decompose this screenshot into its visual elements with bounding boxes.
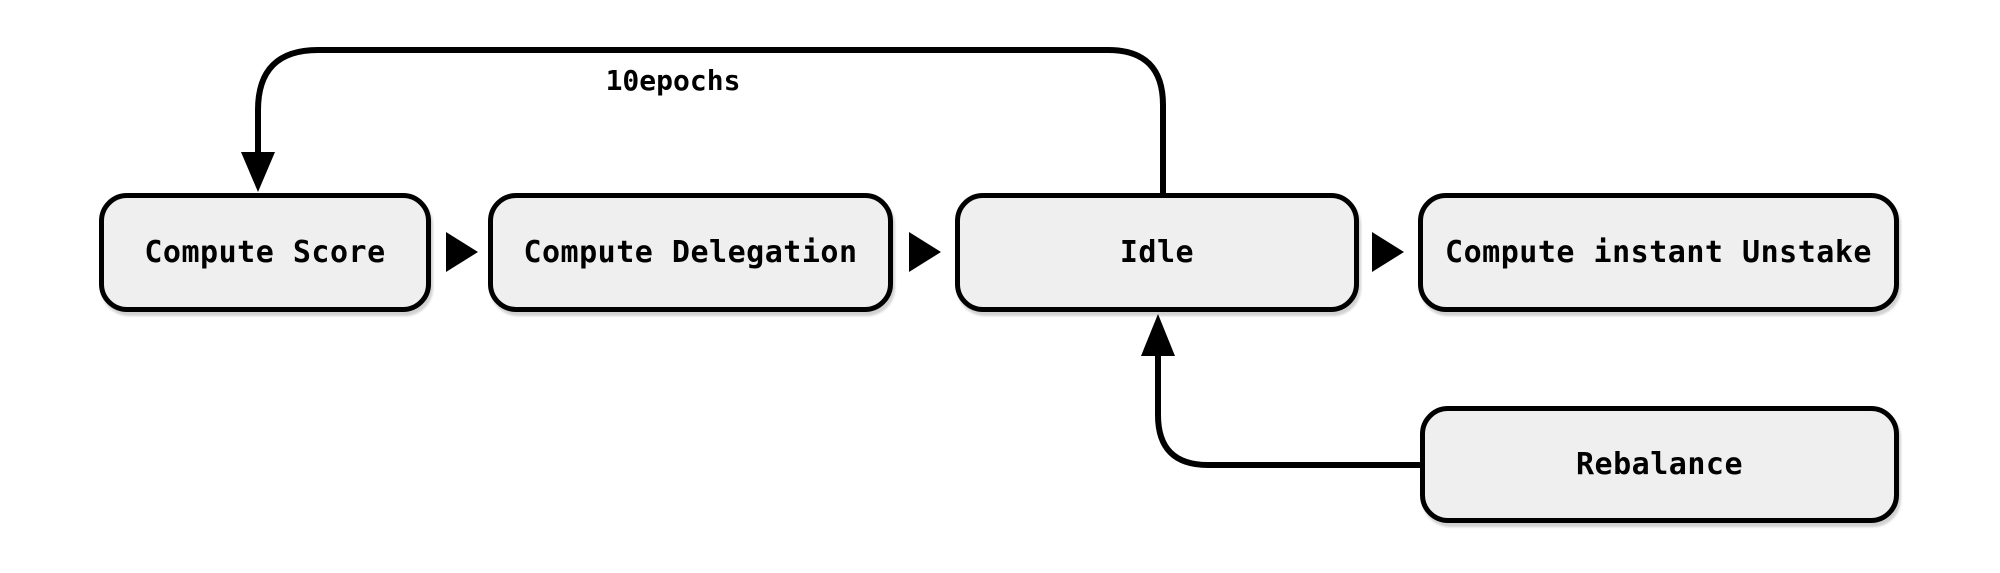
node-idle: Idle xyxy=(955,193,1359,312)
edge-rebalance-to-idle xyxy=(1155,352,1422,468)
edge-label-10epochs: 10epochs xyxy=(605,64,741,97)
node-compute-score: Compute Score xyxy=(99,193,431,312)
arrow-down-icon xyxy=(241,152,275,192)
node-compute-instant-unstake: Compute instant Unstake xyxy=(1418,193,1899,312)
node-rebalance: Rebalance xyxy=(1420,406,1899,523)
arrow-right-icon xyxy=(1372,232,1404,272)
arrow-right-icon xyxy=(446,232,478,272)
arrow-up-icon xyxy=(1141,314,1175,356)
node-compute-delegation: Compute Delegation xyxy=(488,193,893,312)
arrow-right-icon xyxy=(909,232,941,272)
